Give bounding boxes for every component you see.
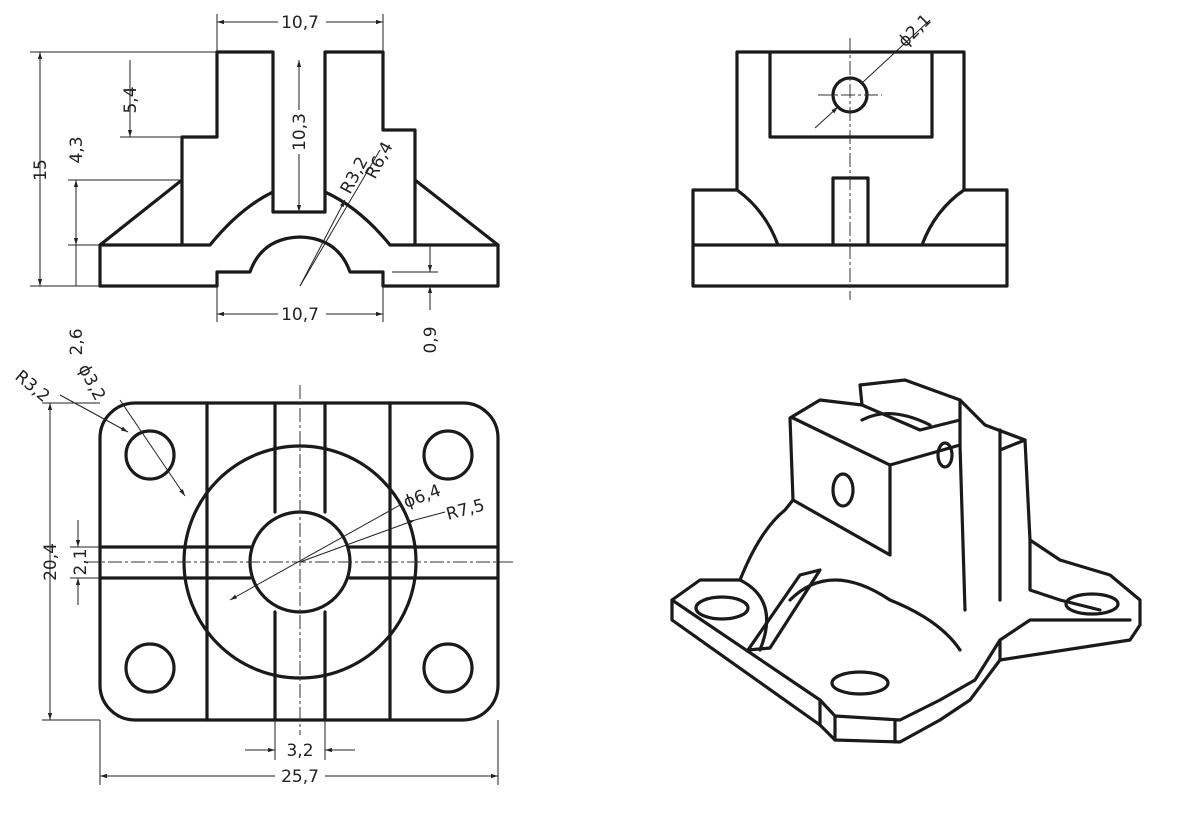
dim-hole-diameter: ϕ3,2 [74,361,110,404]
top-dimensions: 20,4 2,1 25,7 3,2 R3,2 ϕ3,2 ϕ6,4 R7,5 [11,361,499,787]
dim-overall-height: 15 [31,159,51,181]
isometric-view [670,378,1142,744]
front-dimensions: 10,7 10,7 15 5,4 4,3 2,6 10,3 R3,2 R6,4 [30,12,441,356]
dim-slot-depth: 10,3 [290,113,310,151]
side-view: ϕ2,1 [691,10,1009,300]
dim-bottom-width: 10,7 [281,305,319,325]
front-view: 10,7 10,7 15 5,4 4,3 2,6 10,3 R3,2 R6,4 [30,12,500,356]
dim-recess-depth: 0,9 [421,326,441,353]
dim-corner-radius: R3,2 [11,367,54,407]
dim-shoulder-height: 4,3 [67,136,87,163]
dim-bore-diameter: ϕ6,4 [401,481,444,513]
dim-base-height: 2,6 [67,328,87,355]
dim-boss-radius: R7,5 [444,495,487,524]
dim-rib-width: 2,1 [71,548,91,575]
dim-top-width: 10,7 [281,13,319,33]
dim-slot-width: 3,2 [286,741,313,761]
dim-upper-height: 5,4 [121,86,141,113]
dim-side-hole: ϕ2,1 [894,10,935,51]
dim-overall-width: 25,7 [281,767,319,787]
dim-depth: 20,4 [41,543,61,581]
top-view: 20,4 2,1 25,7 3,2 R3,2 ϕ3,2 ϕ6,4 R7,5 [11,361,515,787]
